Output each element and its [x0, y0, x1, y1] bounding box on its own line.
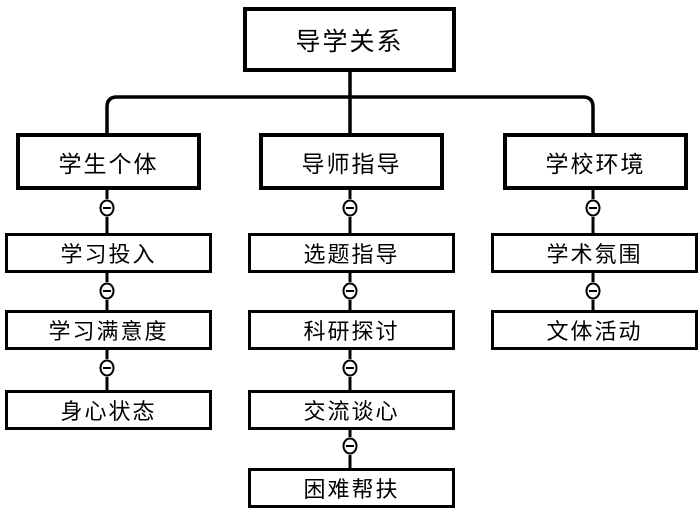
- branch-bus: [105, 95, 595, 133]
- node-branch-3-root-label: 学校环境: [545, 151, 646, 177]
- node-branch-2-child-2[interactable]: 科研探讨: [248, 310, 455, 350]
- node-branch-3-child-2-label: 文体活动: [546, 319, 643, 344]
- node-branch-1-child-1[interactable]: 学习投入: [5, 233, 212, 273]
- collapse-minus-icon[interactable]: [342, 199, 358, 217]
- node-branch-2-child-4[interactable]: 困难帮扶: [248, 468, 455, 508]
- node-branch-1-child-2-label: 学习满意度: [48, 319, 169, 344]
- node-branch-1-child-3-label: 身心状态: [60, 399, 157, 424]
- node-branch-2-child-3[interactable]: 交流谈心: [248, 390, 455, 430]
- collapse-minus-icon[interactable]: [585, 282, 601, 300]
- node-branch-2-child-1[interactable]: 选题指导: [248, 233, 455, 273]
- node-branch-3-child-2[interactable]: 文体活动: [491, 310, 698, 350]
- node-branch-1-root[interactable]: 学生个体: [16, 133, 201, 190]
- node-branch-1-child-3[interactable]: 身心状态: [5, 390, 212, 430]
- collapse-minus-icon[interactable]: [342, 282, 358, 300]
- node-root-label: 导学关系: [295, 28, 404, 56]
- node-branch-2-child-2-label: 科研探讨: [303, 319, 400, 344]
- collapse-minus-icon[interactable]: [99, 359, 115, 377]
- node-branch-2-child-1-label: 选题指导: [303, 242, 400, 267]
- node-branch-1-child-2[interactable]: 学习满意度: [5, 310, 212, 350]
- node-branch-2-root[interactable]: 导师指导: [259, 133, 444, 190]
- node-branch-3-child-1[interactable]: 学术氛围: [491, 233, 698, 273]
- node-branch-3-child-1-label: 学术氛围: [546, 242, 643, 267]
- node-branch-1-root-label: 学生个体: [58, 151, 159, 177]
- collapse-minus-icon[interactable]: [342, 437, 358, 455]
- collapse-minus-icon[interactable]: [99, 282, 115, 300]
- node-branch-2-child-3-label: 交流谈心: [303, 399, 400, 424]
- node-root[interactable]: 导学关系: [243, 7, 456, 72]
- node-branch-2-root-label: 导师指导: [301, 151, 402, 177]
- node-branch-2-child-4-label: 困难帮扶: [303, 477, 400, 502]
- node-branch-3-root[interactable]: 学校环境: [503, 133, 688, 190]
- collapse-minus-icon[interactable]: [342, 359, 358, 377]
- collapse-minus-icon[interactable]: [585, 199, 601, 217]
- collapse-minus-icon[interactable]: [99, 199, 115, 217]
- node-branch-1-child-1-label: 学习投入: [60, 242, 157, 267]
